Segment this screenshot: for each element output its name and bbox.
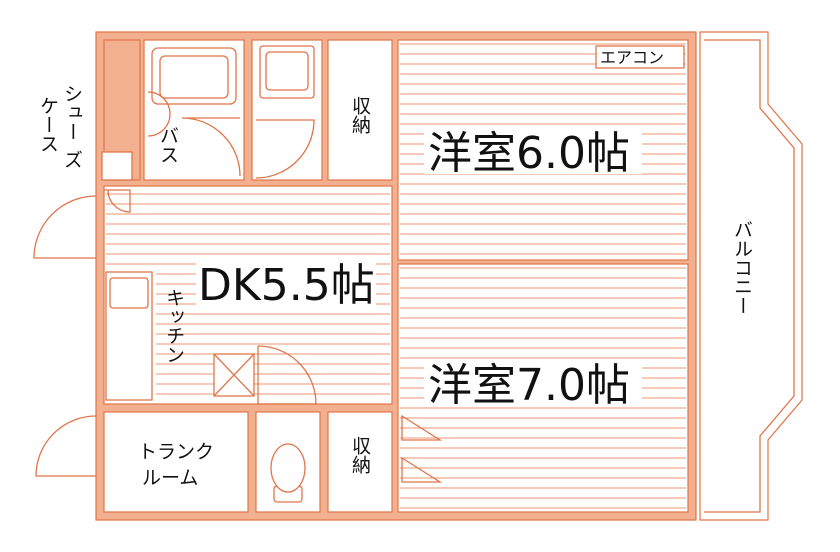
room2-door-b [401, 456, 443, 483]
trunk-door-swing [35, 415, 97, 477]
bathtub-inner [159, 55, 229, 99]
shoe-case-label-line3: ズ [61, 150, 83, 169]
western-room-1-label: 洋室6.0帖 [428, 128, 630, 179]
storage-top-label: 収納 [349, 96, 371, 134]
floor-hatch-cross [213, 353, 255, 397]
western-room-2-label: 洋室7.0帖 [428, 360, 630, 411]
kitchen-label: キッチン [163, 288, 185, 364]
toilet-door-swing [257, 345, 317, 405]
shoe-case-label-line1: シュー [61, 84, 83, 141]
bath-label: バス [157, 126, 179, 164]
aircon-label: エアコン [600, 48, 664, 67]
aircon-box [595, 45, 685, 69]
bath-curve [147, 91, 171, 137]
storage-bottom-room [327, 411, 393, 513]
kitchen-sink [109, 277, 149, 309]
storage-top-room [327, 39, 393, 181]
trunk-room-label-line2: ルーム [142, 467, 198, 489]
small-door [104, 189, 131, 213]
shoe-case-label-line2: ケース [37, 96, 59, 153]
toilet-bowl [270, 443, 306, 493]
balcony-label: バルコニー [731, 220, 753, 315]
room2-door-a [401, 414, 443, 441]
storage-bottom-label: 収納 [349, 436, 371, 474]
balcony-area [699, 31, 803, 521]
balcony-inner-line [704, 39, 795, 513]
washbasin-bowl [265, 51, 309, 91]
entrance-door-swing [33, 195, 97, 259]
wash-door-swing [255, 119, 315, 179]
shoe-case [101, 151, 133, 181]
bath-door-swing [181, 117, 241, 177]
dk-label: DK5.5帖 [198, 260, 375, 311]
trunk-room-label-line1: トランク [138, 441, 214, 463]
trunk-room-area [103, 411, 249, 513]
